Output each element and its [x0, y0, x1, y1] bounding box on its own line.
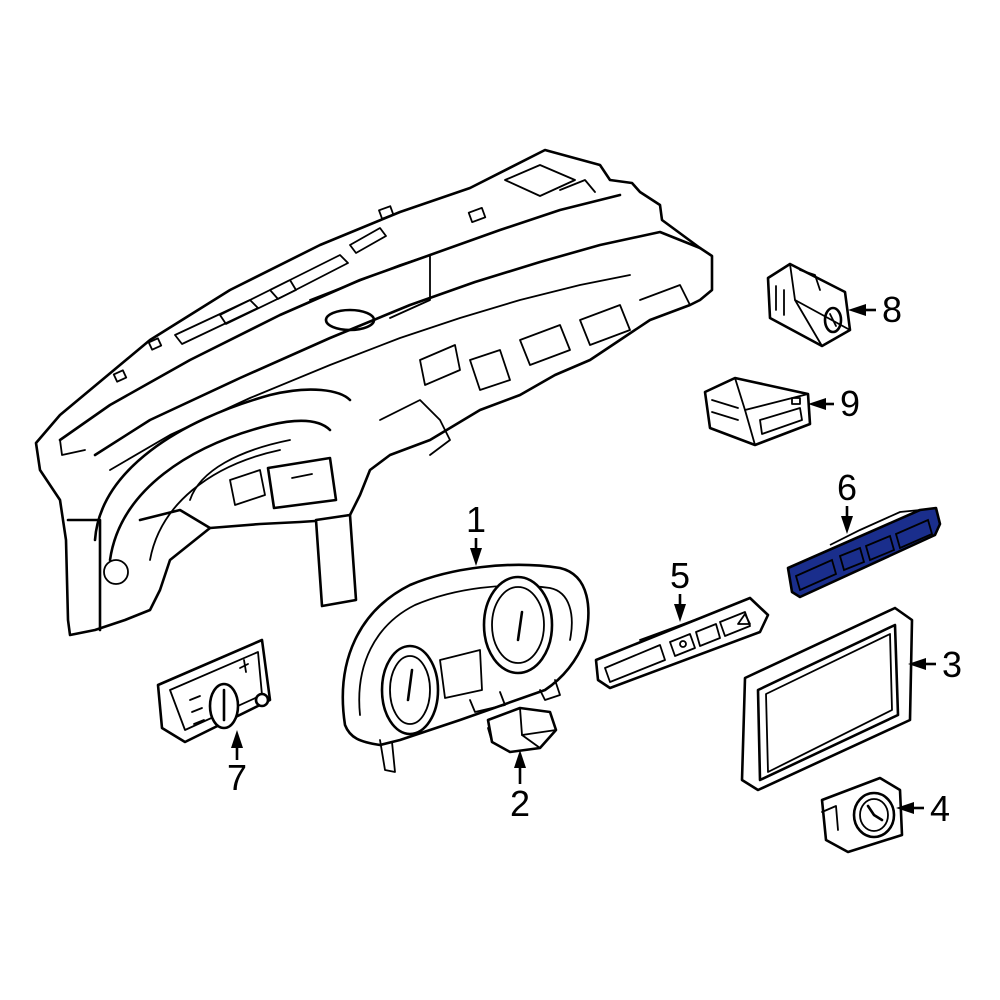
callout-7: 7 [227, 757, 247, 798]
callout-leaders [231, 304, 936, 814]
callout-5: 5 [670, 555, 690, 596]
callout-6: 6 [837, 467, 857, 508]
callout-4: 4 [930, 788, 950, 829]
switch-2-drawing [486, 706, 558, 754]
callout-1: 1 [466, 499, 486, 540]
instrument-cluster-drawing [341, 563, 590, 773]
callout-9: 9 [840, 383, 860, 424]
switch-8-drawing [766, 262, 852, 348]
switch-9-drawing [703, 376, 812, 447]
display-screen-drawing [740, 606, 914, 792]
callout-8: 8 [882, 289, 902, 330]
switch-panel-6-drawing [786, 506, 942, 599]
clock-drawing [820, 776, 904, 854]
callout-2: 2 [510, 783, 530, 824]
callout-labels: 1 2 3 4 5 6 7 8 9 [227, 289, 962, 829]
light-switch-drawing [156, 638, 272, 744]
instrument-panel-drawing [34, 148, 714, 637]
switch-panel-5-drawing [594, 596, 770, 690]
callout-3: 3 [942, 644, 962, 685]
